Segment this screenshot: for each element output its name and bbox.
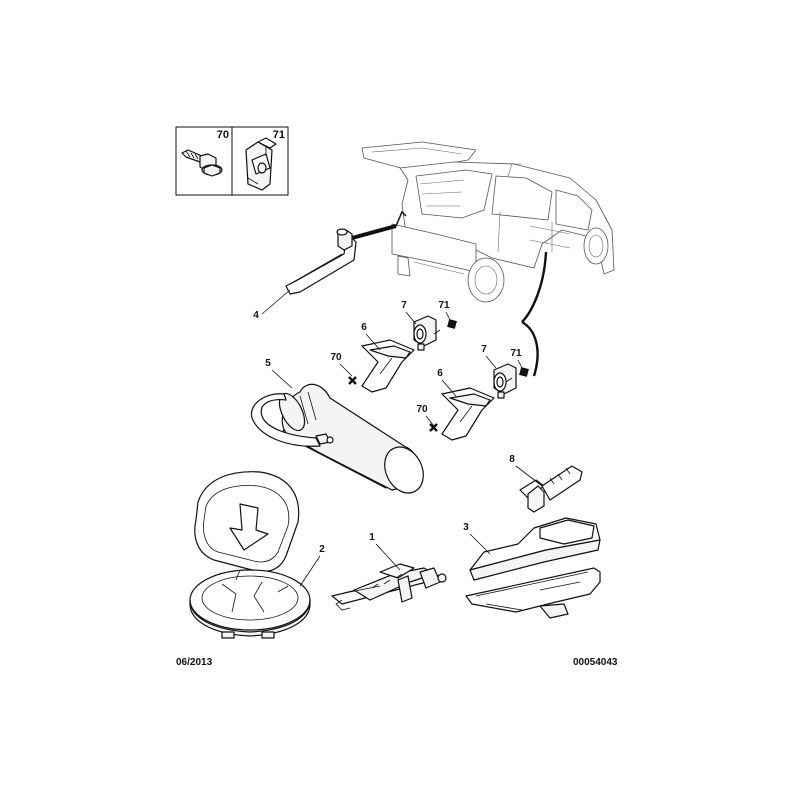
- callout-1: 1: [369, 532, 375, 543]
- callout-7-lower: 7: [481, 344, 487, 355]
- callout-2: 2: [319, 544, 325, 555]
- legend-box-70: 70: [175, 126, 233, 196]
- adapter: 8: [509, 454, 583, 513]
- bolt-icon: [181, 149, 223, 177]
- callout-7-upper: 7: [401, 300, 407, 311]
- footer-date: 06/2013: [176, 657, 213, 668]
- legend-ref-70: 70: [217, 129, 229, 141]
- callout-71-upper: 71: [438, 300, 450, 311]
- scissor-jack: 1: [331, 532, 447, 611]
- callout-71-lower: 71: [510, 348, 522, 359]
- clip-marker-lower: [519, 367, 529, 377]
- wheel-brace: 4: [253, 228, 357, 321]
- clip-marker-upper: [447, 319, 457, 329]
- callout-5: 5: [265, 358, 271, 369]
- callout-70-upper: 70: [330, 352, 342, 363]
- callout-70-lower: 70: [416, 404, 428, 415]
- bolt-marker-lower: [429, 423, 438, 432]
- bush-lower: [493, 363, 517, 399]
- arrow-down-icon: [229, 503, 269, 551]
- callout-8: 8: [509, 454, 515, 465]
- legend-box-71: 71: [231, 126, 289, 196]
- callout-3: 3: [463, 522, 469, 533]
- inflator-bottle: 5: [250, 358, 424, 494]
- callout-4: 4: [253, 310, 259, 321]
- clamp-lower: 6 7 71 70: [416, 344, 529, 441]
- bolt-marker-upper: [348, 376, 357, 385]
- clip-nut-icon: [245, 137, 277, 191]
- footer-reference: 00054043: [573, 657, 618, 668]
- callout-6-lower: 6: [437, 368, 443, 379]
- legend-ref-71: 71: [273, 129, 285, 141]
- callout-6-upper: 6: [361, 322, 367, 333]
- spare-wheel-well: 2: [189, 471, 325, 639]
- clamp-upper: 6 7 71 70: [330, 300, 457, 393]
- tool-tray: 3: [463, 517, 601, 619]
- bush-upper: [413, 315, 437, 351]
- car-outline: [351, 141, 615, 377]
